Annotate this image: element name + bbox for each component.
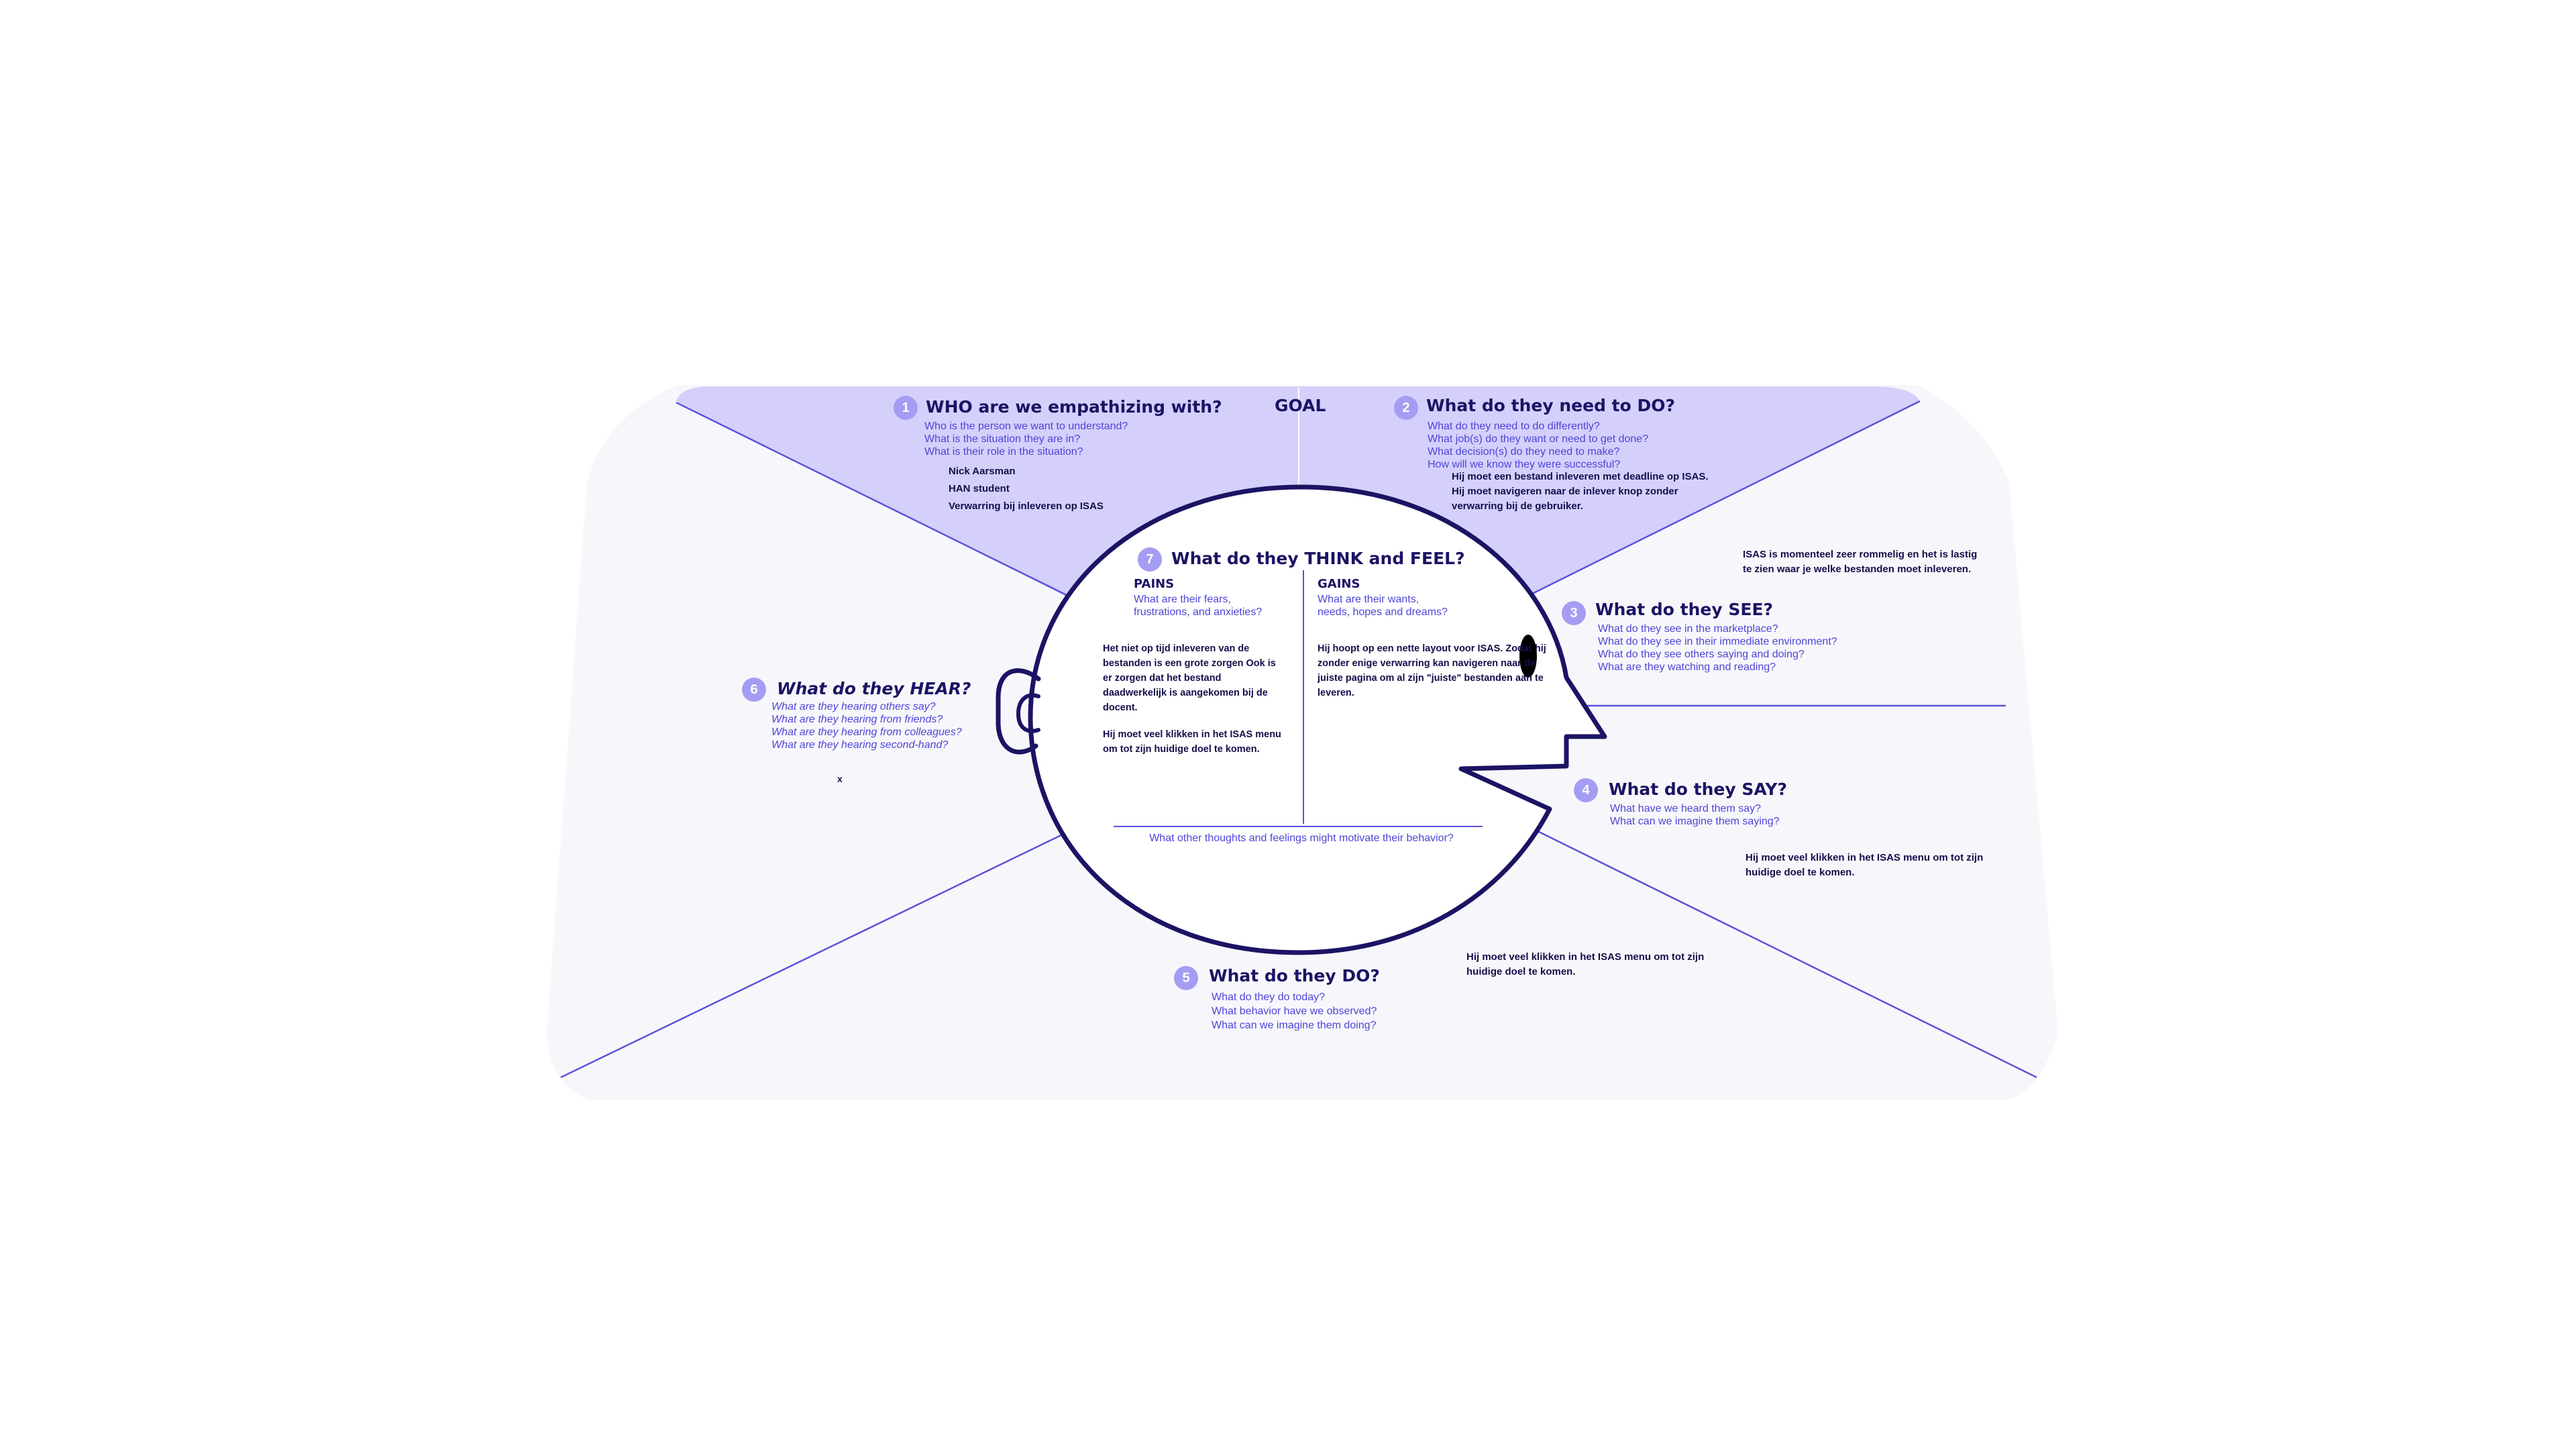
hear-answer: x: [837, 773, 843, 784]
pains-answers: Het niet op tijd inleveren van de bestan…: [1103, 641, 1284, 757]
pains-questions: What are their fears, frustrations, and …: [1134, 593, 1262, 619]
hear-question-1: What are they hearing others say?: [771, 701, 936, 712]
gains-label: GAINS: [1318, 577, 1360, 591]
do-answer: Hij moet veel klikken in het ISAS menu o…: [1466, 951, 1705, 977]
say-question-1: What have we heard them say?: [1610, 803, 1762, 814]
do-question-3: What can we imagine them doing?: [1212, 1020, 1377, 1031]
section-2-badge: 2: [1394, 396, 1418, 420]
pains-question-1: What are their fears,: [1134, 594, 1231, 605]
who-question-3: What is their role in the situation?: [924, 446, 1083, 458]
who-answer-3: Verwarring bij inleveren op ISAS: [949, 500, 1104, 512]
hear-question-4: What are they hearing second-hand?: [771, 739, 949, 751]
hear-title: What do they HEAR?: [777, 679, 971, 698]
do-need-question-2: What job(s) do they want or need to get …: [1428, 433, 1649, 445]
line-right-bottom: [1536, 829, 2037, 1079]
do-title: What do they DO?: [1209, 966, 1380, 985]
who-title: WHO are we empathizing with?: [926, 397, 1222, 417]
section-3-badge: 3: [1562, 601, 1586, 625]
hear-question-2: What are they hearing from friends?: [771, 714, 943, 725]
see-answer: ISAS is momenteel zeer rommelig en het i…: [1743, 549, 1978, 575]
eye: [1519, 635, 1537, 678]
goal-label: GOAL: [1275, 396, 1326, 415]
do-need-answers: Hij moet een bestand inleveren met deadl…: [1452, 470, 1720, 514]
see-question-4: What are they watching and reading?: [1598, 661, 1776, 673]
section-6-badge: 6: [742, 678, 766, 702]
ear-inner: [1016, 693, 1040, 733]
see-questions: What do they see in the marketplace? Wha…: [1598, 623, 1837, 674]
line-left-bottom: [560, 832, 1066, 1079]
pains-question-2: frustrations, and anxieties?: [1134, 606, 1263, 618]
gains-answers: Hij hoopt op een nette layout voor ISAS.…: [1318, 641, 1552, 700]
who-answer-2: HAN student: [949, 483, 1010, 494]
do-need-question-1: What do they need to do differently?: [1428, 421, 1600, 432]
do-question-2: What behavior have we observed?: [1212, 1006, 1377, 1017]
see-question-3: What do they see others saying and doing…: [1598, 649, 1805, 660]
section-7-badge: 7: [1138, 547, 1162, 572]
gains-answer-1: Hij hoopt op een nette layout voor ISAS.…: [1318, 643, 1546, 698]
say-question-2: What can we imagine them saying?: [1610, 816, 1780, 827]
line-right-top: [1522, 400, 1921, 600]
ear-outline: [996, 668, 1041, 755]
gains-question-1: What are their wants,: [1318, 594, 1419, 605]
do-questions: What do they do today? What behavior hav…: [1212, 990, 1377, 1032]
see-title: What do they SEE?: [1595, 600, 1774, 619]
say-title: What do they SAY?: [1609, 780, 1787, 799]
pains-answer-1: Het niet op tijd inleveren van de bestan…: [1103, 643, 1276, 713]
gains-question-2: needs, hopes and dreams?: [1318, 606, 1448, 618]
section-1-badge: 1: [894, 396, 918, 420]
see-question-1: What do they see in the marketplace?: [1598, 623, 1778, 635]
do-need-questions: What do they need to do differently? Wha…: [1428, 420, 1648, 471]
line-left-top: [676, 401, 1074, 600]
pains-answer-2: Hij moet veel klikken in het ISAS menu o…: [1103, 729, 1281, 755]
do-need-question-3: What decision(s) do they need to make?: [1428, 446, 1620, 458]
who-question-1: Who is the person we want to understand?: [924, 421, 1128, 432]
hear-question-3: What are they hearing from colleagues?: [771, 727, 962, 738]
do-need-title: What do they need to DO?: [1426, 396, 1676, 415]
do-question-1: What do they do today?: [1212, 991, 1325, 1003]
who-question-2: What is the situation they are in?: [924, 433, 1081, 445]
say-answer: Hij moet veel klikken in het ISAS menu o…: [1746, 852, 1984, 878]
head-outline: [1028, 484, 1607, 955]
think-other-prompt: What other thoughts and feelings might m…: [1149, 833, 1454, 844]
do-need-answer-2: Hij moet navigeren naar de inlever knop …: [1452, 486, 1678, 512]
see-question-2: What do they see in their immediate envi…: [1598, 636, 1837, 647]
who-questions: Who is the person we want to understand?…: [924, 420, 1128, 458]
hear-questions: What are they hearing others say? What a…: [771, 700, 962, 751]
pains-label: PAINS: [1134, 577, 1175, 591]
think-title: What do they THINK and FEEL?: [1171, 549, 1465, 568]
section-5-badge: 5: [1174, 966, 1198, 990]
who-answers: Nick Aarsman HAN student Verwarring bij …: [949, 463, 1104, 515]
section-4-badge: 4: [1574, 778, 1598, 802]
say-questions: What have we heard them say? What can we…: [1610, 802, 1780, 828]
do-need-question-4: How will we know they were successful?: [1428, 459, 1621, 470]
who-answer-1: Nick Aarsman: [949, 466, 1016, 477]
gains-questions: What are their wants, needs, hopes and d…: [1318, 593, 1448, 619]
do-need-answer-1: Hij moet een bestand inleveren met deadl…: [1452, 471, 1709, 482]
